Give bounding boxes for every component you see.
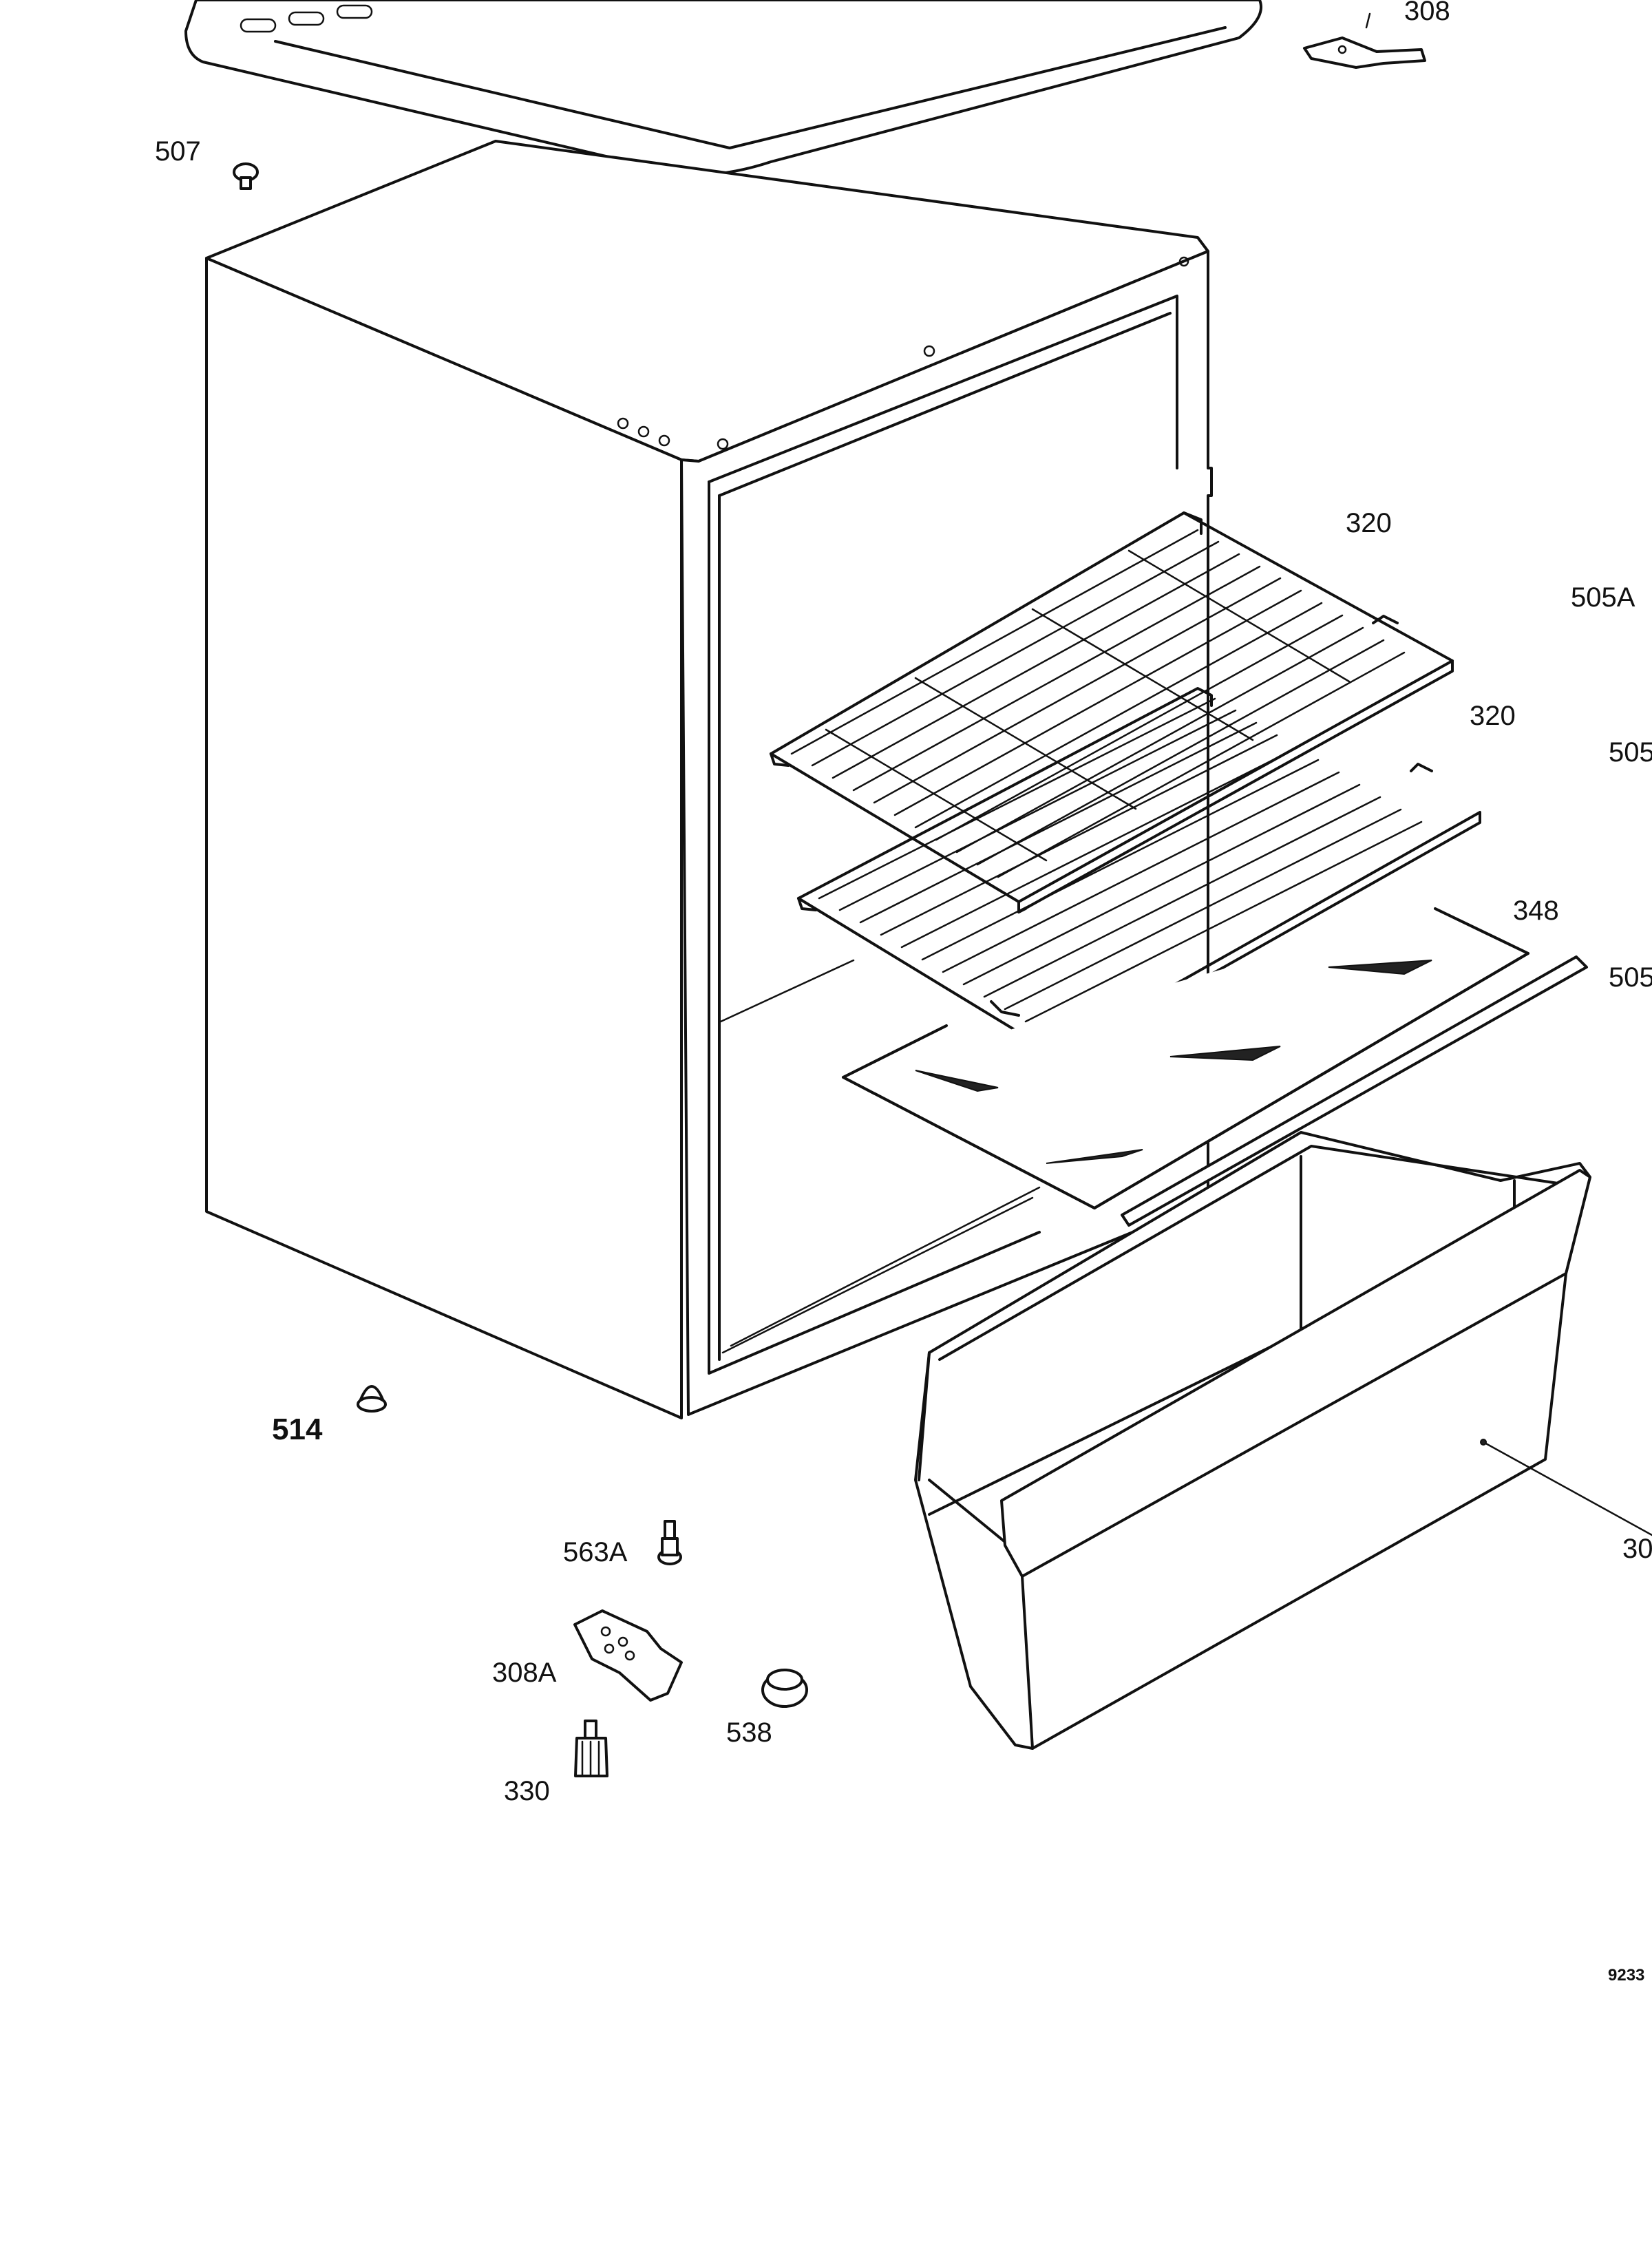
callout-320-lower: 320	[1470, 701, 1516, 731]
foot-514-part	[357, 1385, 387, 1413]
callout-320-upper: 320	[1346, 508, 1392, 538]
callout-308a: 308A	[492, 1658, 557, 1688]
glass-plate-348-part	[842, 907, 1529, 1209]
callout-505a: 505A	[1571, 582, 1635, 613]
adjustable-foot-330-part	[574, 1720, 608, 1777]
callout-348: 348	[1513, 896, 1559, 926]
crisper-drawer-part	[914, 1131, 1652, 1750]
strip-505-part	[1121, 955, 1588, 1227]
callout-30: 30	[1622, 1534, 1652, 1564]
leader-308	[1365, 12, 1371, 29]
screw-563a-part	[657, 1520, 682, 1565]
callout-505-lower: 505	[1609, 962, 1652, 993]
callout-563a: 563A	[563, 1537, 628, 1567]
spacer-538-part	[761, 1669, 808, 1708]
callout-330: 330	[504, 1776, 550, 1806]
top-cover-slots	[240, 4, 373, 33]
callout-308-top: 308	[1404, 0, 1450, 26]
hinge-308-part	[1303, 36, 1426, 69]
cabinet-body-part	[205, 140, 1213, 1419]
screw-507-part	[233, 162, 259, 190]
hinge-308a-part	[573, 1609, 683, 1702]
callout-507: 507	[155, 136, 201, 167]
top-cover-part	[184, 0, 1262, 177]
callout-505-middle: 505	[1609, 737, 1652, 768]
figure-number: 9233	[1608, 1966, 1645, 1985]
glass-reflection-marks	[915, 960, 1432, 1164]
callout-514: 514	[272, 1413, 323, 1446]
callout-538: 538	[726, 1717, 772, 1748]
